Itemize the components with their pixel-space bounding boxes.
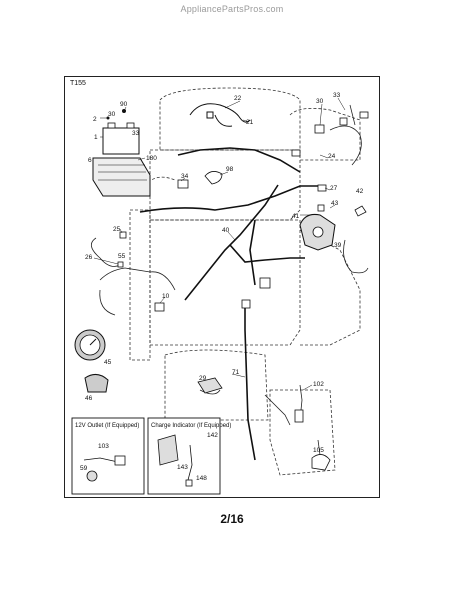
callout-59: 59 [80,465,88,472]
callout-29: 29 [199,375,207,382]
callout-34: 34 [181,173,189,180]
callout-41: 41 [292,213,300,220]
charge-gauge [84,374,109,393]
callout-142: 142 [207,432,218,439]
rear-components [197,111,369,471]
callout-33: 33 [333,92,341,99]
callout-labels: 90 2 30 1 33 6 180 22 21 30 33 34 98 24 … [80,92,364,482]
callout-143: 143 [177,464,188,471]
battery-assembly [92,109,151,197]
charge-indicator-inset [147,417,221,495]
leader-lines [93,97,346,391]
tractor-outline [129,87,361,476]
callout-71: 71 [232,369,240,376]
callout-10: 10 [162,293,170,300]
callout-103: 103 [98,443,109,450]
headlight-harness [189,103,251,127]
callout-25: 25 [113,226,121,233]
callout-98: 98 [226,166,234,173]
callout-24: 24 [328,153,336,160]
charge-inset-title: Charge Indicator (If Equipped) [151,423,231,429]
callout-26: 26 [85,254,93,261]
small-components [117,124,327,312]
site-watermark: AppliancePartsPros.com [180,4,284,14]
outlet-inset-title: 12V Outlet (If Equipped) [75,423,139,429]
callout-33-battery: 33 [132,130,140,137]
callout-105: 105 [313,447,324,454]
callout-6: 6 [88,157,92,164]
hour-meter [74,329,106,361]
callout-43: 43 [331,200,339,207]
diagram-id: T155 [70,80,86,87]
page-number: 2/16 [220,512,244,526]
callout-30: 30 [316,98,324,105]
outlet-inset [71,417,145,495]
callout-21: 21 [246,119,254,126]
callout-2: 2 [93,116,97,123]
diagram-frame [64,76,380,498]
callout-148: 148 [196,475,207,482]
callout-102: 102 [313,381,324,388]
callout-22: 22 [234,95,242,102]
ignition-switch [299,204,367,251]
callout-180: 180 [146,155,157,162]
callout-45: 45 [104,359,112,366]
callout-42: 42 [356,188,364,195]
callout-27: 27 [330,185,338,192]
callout-30-battery: 30 [108,111,116,118]
callout-1: 1 [94,134,98,141]
callout-39: 39 [334,242,342,249]
callout-55: 55 [118,253,126,260]
main-harness [139,147,320,461]
callout-40: 40 [222,227,230,234]
callout-90: 90 [120,101,128,108]
callout-46: 46 [85,395,93,402]
